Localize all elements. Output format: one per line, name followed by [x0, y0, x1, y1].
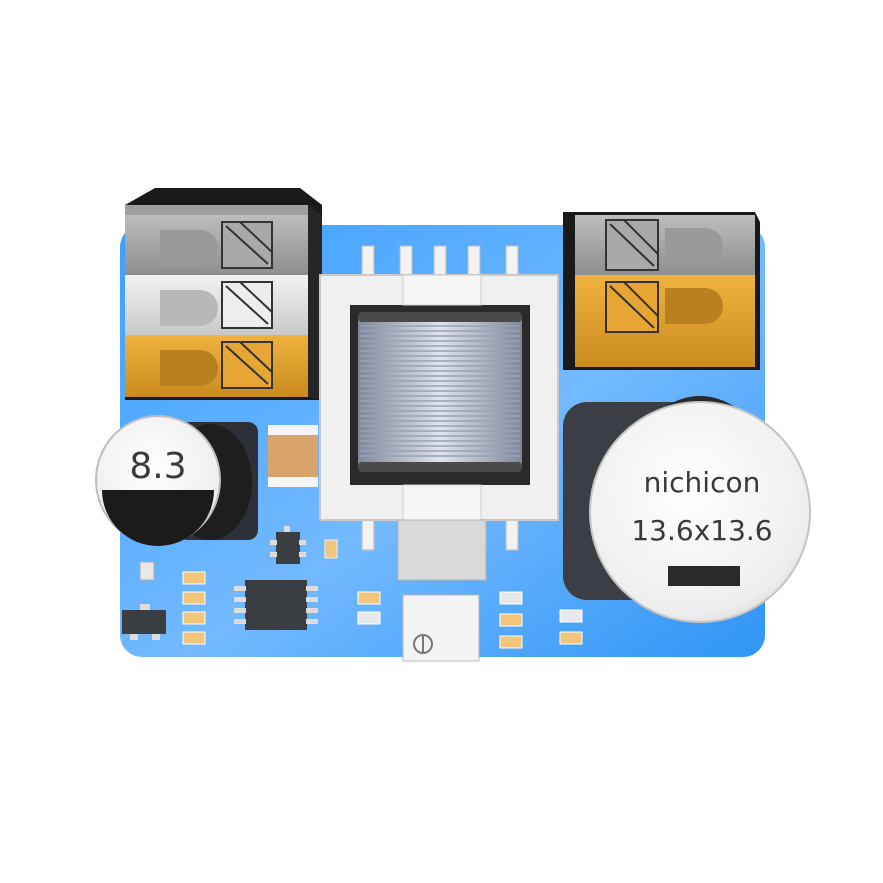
smd-passive	[357, 611, 381, 625]
smd-passive	[499, 591, 523, 605]
small-capacitor-label: 8.3	[129, 446, 186, 487]
large-capacitor-brand: nichicon	[644, 466, 761, 499]
smd-passive	[357, 591, 381, 605]
right-terminal-block	[563, 212, 760, 370]
small-electrolytic-capacitor: 8.3	[95, 415, 258, 546]
smd-passive	[559, 609, 583, 623]
left-terminal-block	[125, 188, 322, 400]
smd-passive	[182, 611, 206, 625]
smd-passive	[182, 571, 206, 585]
smd-passive	[499, 635, 523, 649]
ic-chip-soic8	[245, 580, 307, 630]
smd-passive	[499, 613, 523, 627]
polarity-mark	[668, 566, 740, 586]
sot-transistor	[276, 532, 300, 564]
smd-passive	[182, 631, 206, 645]
trimmer-screw-icon	[413, 634, 433, 654]
smd-passive	[182, 591, 206, 605]
smd-passive	[559, 631, 583, 645]
large-capacitor-size: 13.6x13.6	[631, 514, 772, 547]
sot-regulator	[122, 610, 166, 634]
smd-capacitor-beige	[268, 425, 318, 487]
large-electrolytic-capacitor: nichicon 13.6x13.6	[563, 396, 811, 623]
smd-components	[122, 519, 583, 662]
bottom-connector-housing	[397, 519, 487, 581]
power-inductor	[319, 245, 559, 551]
trimmer-potentiometer	[402, 594, 480, 662]
